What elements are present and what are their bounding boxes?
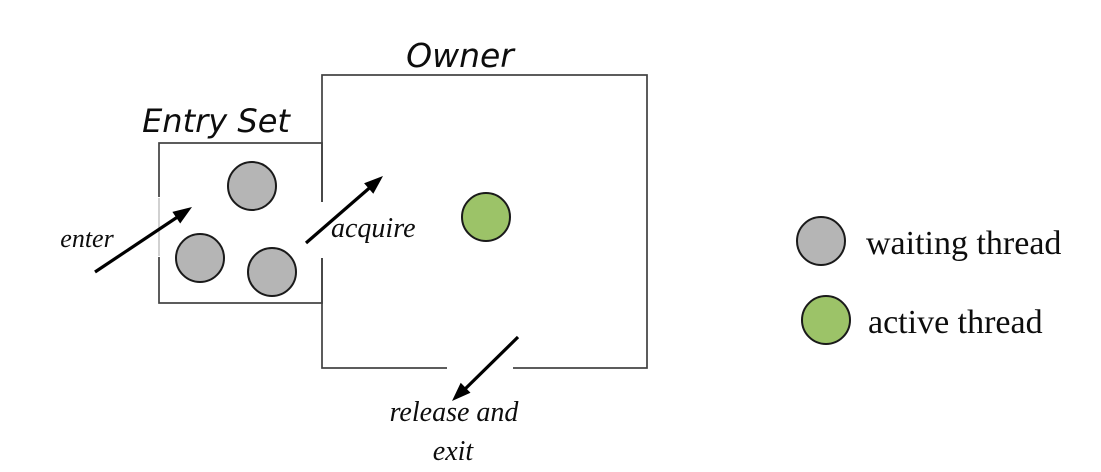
release-exit-arrowhead-icon (452, 382, 471, 401)
enter-label: enter (60, 224, 114, 253)
legend-active-thread-icon (801, 295, 851, 345)
release-exit-label-line1: release and (390, 397, 520, 428)
legend-waiting-thread-icon (796, 216, 846, 266)
active-thread-circle (461, 192, 511, 242)
legend: waiting thread active thread (796, 216, 1061, 345)
enter-arrow (94, 212, 183, 274)
enter-arrowhead-icon (172, 207, 192, 224)
legend-waiting-thread-label: waiting thread (866, 225, 1061, 262)
owner-title: Owner (406, 36, 516, 75)
release-exit-label-line2: exit (433, 436, 475, 467)
acquire-arrowhead-icon (364, 176, 383, 194)
waiting-thread-circle (175, 233, 225, 283)
waiting-thread-circle (227, 161, 277, 211)
waiting-thread-circle (247, 247, 297, 297)
acquire-label: acquire (331, 213, 416, 244)
entry-set-title: Entry Set (142, 102, 291, 140)
acquire-arrow (304, 182, 376, 245)
release-exit-arrow (459, 335, 520, 395)
legend-active-thread-label: active thread (868, 304, 1043, 341)
